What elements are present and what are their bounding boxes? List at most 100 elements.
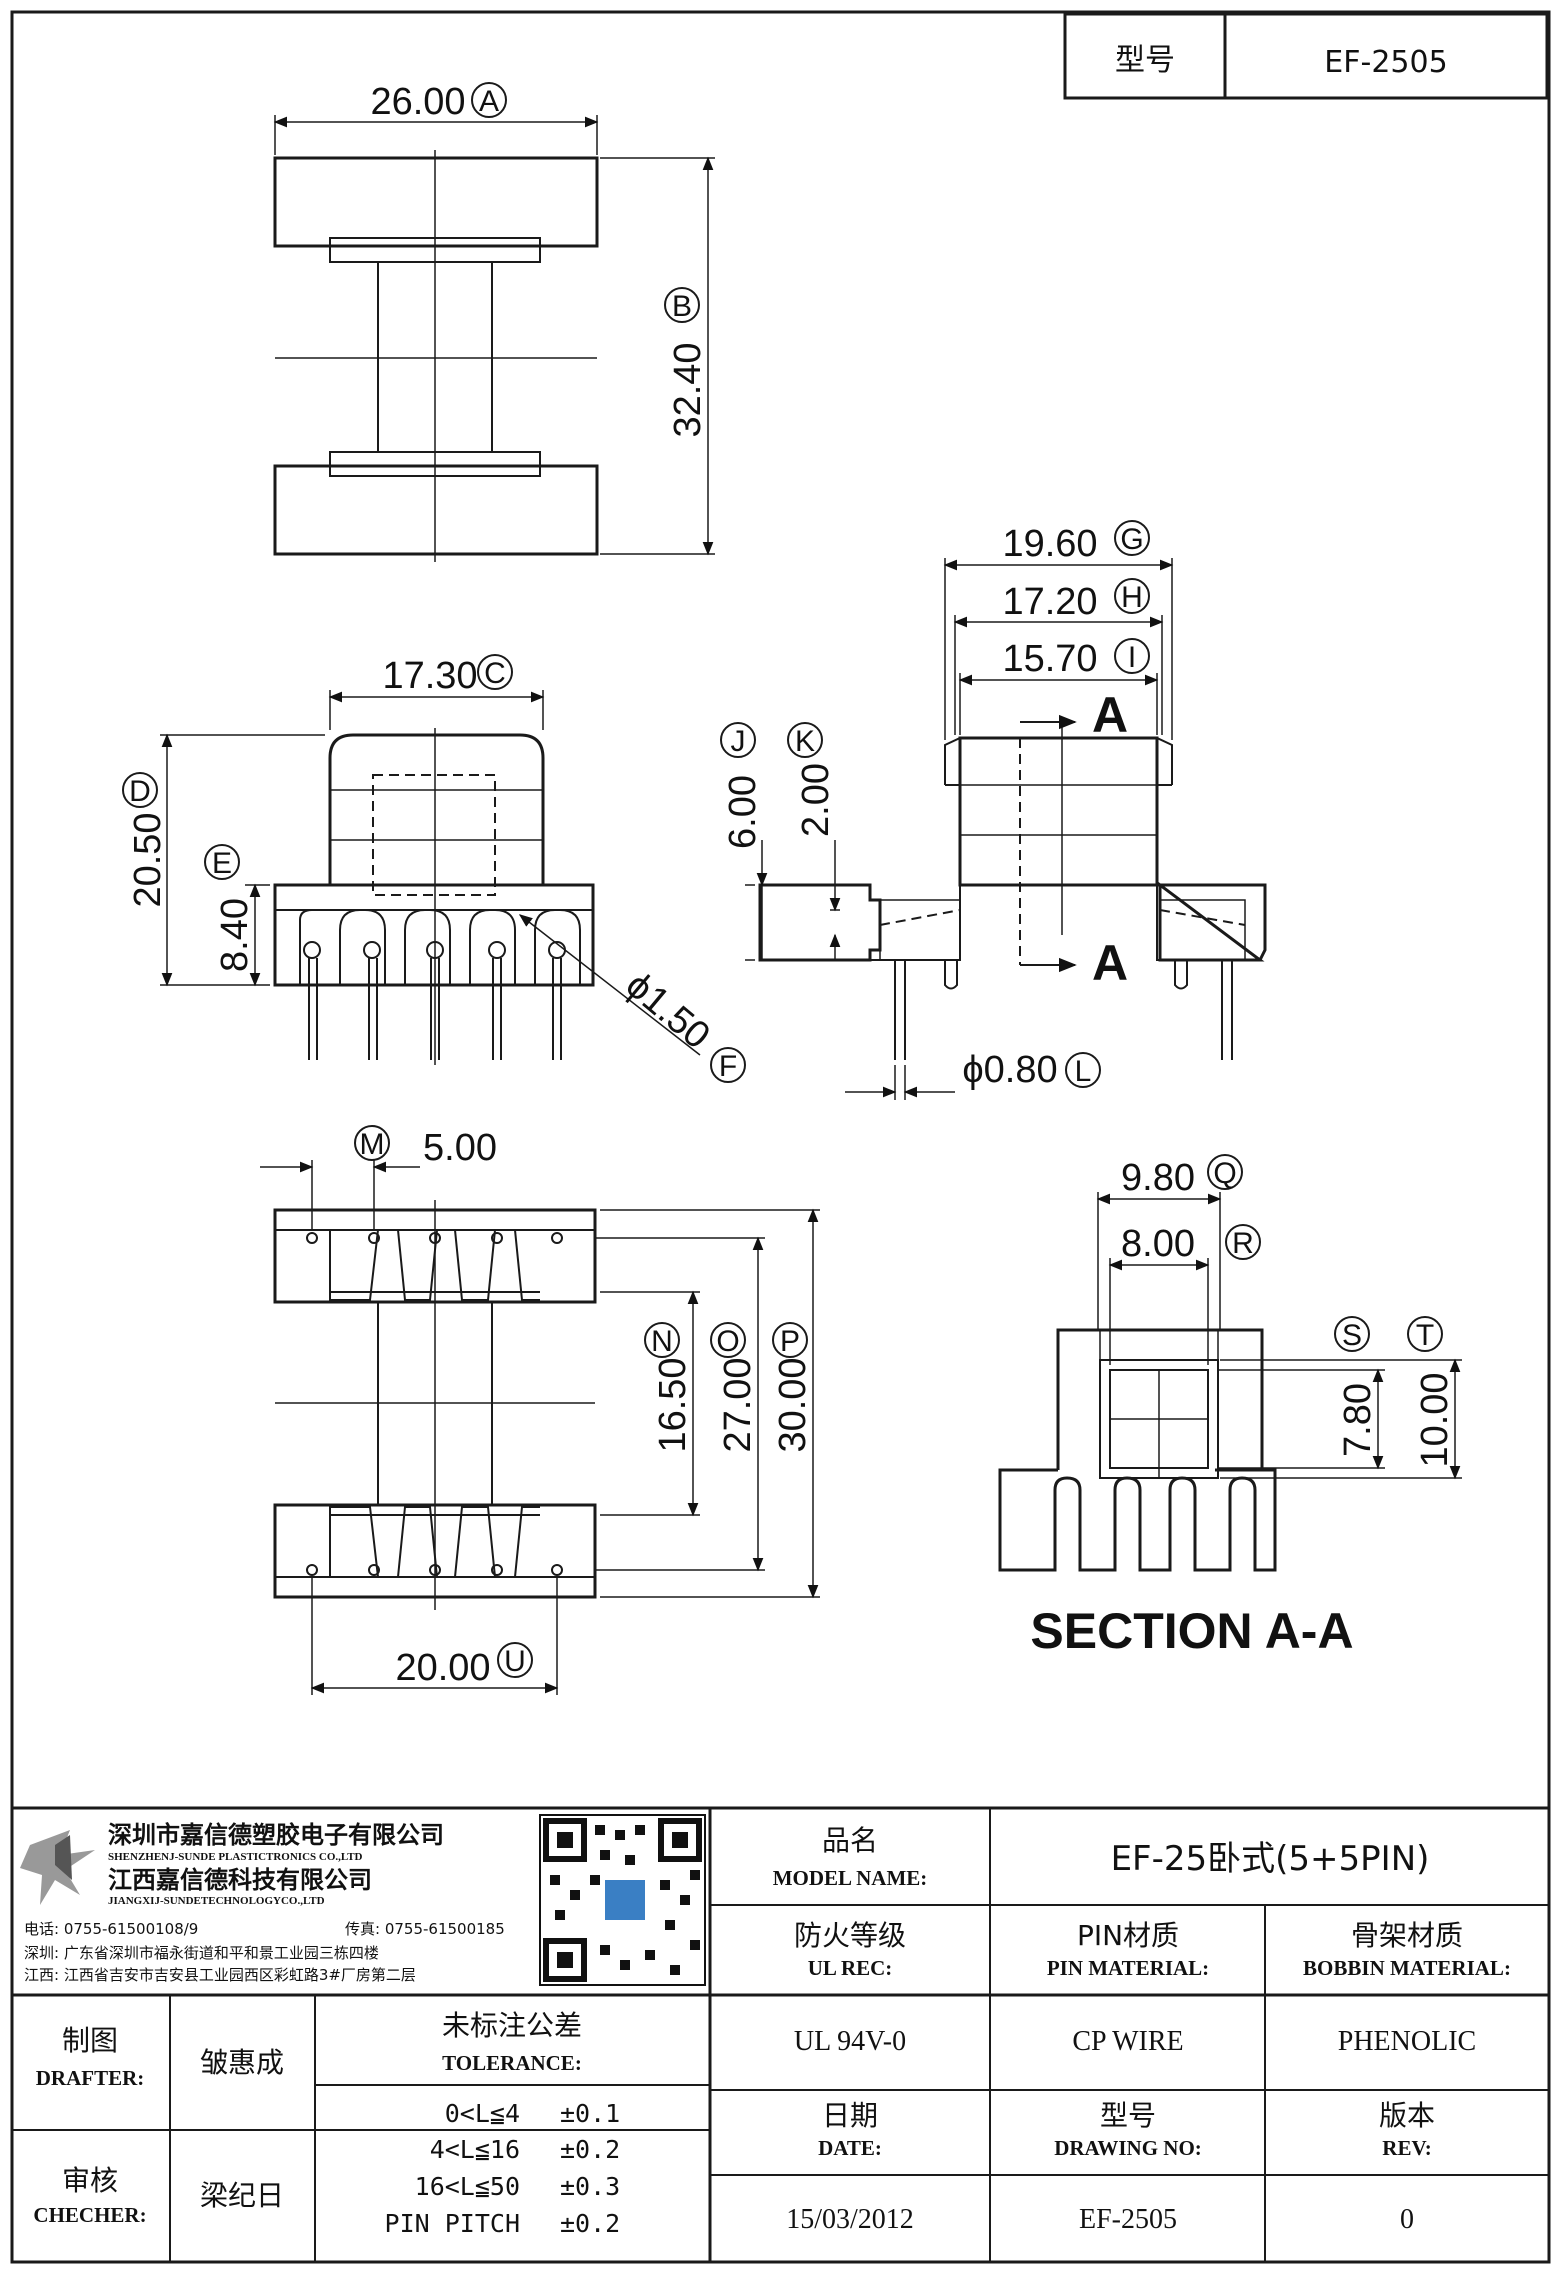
top-view: 26.00 A 32.40 B (273, 81, 715, 562)
company-name-cn-1: 深圳市嘉信德塑胶电子有限公司 (108, 1821, 444, 1849)
dim-d-value: 20.50 (127, 812, 169, 907)
dim-q-tag: Q (1213, 1157, 1236, 1190)
tolerance-value: ±0.2 (560, 2209, 620, 2238)
tolerance-value: ±0.2 (560, 2135, 620, 2164)
dim-r-tag: R (1232, 1227, 1254, 1260)
dim-q-value: 9.80 (1121, 1157, 1195, 1199)
rev-value: 0 (1400, 2204, 1414, 2235)
dim-t-tag: T (1416, 1319, 1434, 1352)
ul-rec-value: UL 94V-0 (794, 2026, 906, 2057)
bottom-view: 5.00 M 16.50 N 27.00 O 30.00 P 20.00 U (260, 1125, 820, 1695)
dim-t-value: 10.00 (1414, 1372, 1456, 1467)
dim-f-value: ϕ1.50 (618, 964, 718, 1057)
bobbin-material-en: BOBBIN MATERIAL: (1303, 1956, 1511, 1980)
header-model: EF-2505 (1324, 45, 1447, 80)
qr-code (539, 1814, 706, 1986)
company-addr-sz: 深圳: 广东省深圳市福永街道和平和景工业园三栋四楼 (24, 1944, 379, 1962)
dim-a-value: 26.00 (370, 81, 465, 123)
dim-k-tag: K (795, 725, 815, 758)
front-view: 17.30 C 20.50 D 8.40 E ϕ1.50 F (122, 654, 746, 1083)
dim-b-value: 32.40 (667, 342, 709, 437)
dim-j-value: 6.00 (722, 775, 764, 849)
dim-c-tag: C (484, 657, 506, 690)
dim-g-value: 19.60 (1002, 523, 1097, 565)
side-view: A A 19.60 G 17.20 H 15.70 (720, 520, 1267, 1100)
tolerance-range: 4<L≦16 (430, 2135, 520, 2164)
dim-u-value: 20.00 (395, 1647, 490, 1689)
dim-m-value: 5.00 (423, 1127, 497, 1169)
dim-k-value: 2.00 (795, 763, 837, 837)
dim-l-value: ϕ0.80 (962, 1049, 1057, 1091)
section-mark-bottom: A (1092, 935, 1128, 991)
dim-h-tag: H (1121, 581, 1143, 614)
dim-c-value: 17.30 (382, 655, 477, 697)
dim-j-tag: J (731, 725, 746, 758)
drafter-cn: 制图 (62, 2024, 118, 2057)
dim-i-tag: I (1128, 641, 1136, 674)
dim-p-tag: P (780, 1325, 800, 1358)
rev-en: REV: (1382, 2136, 1431, 2160)
dim-r-value: 8.00 (1121, 1223, 1195, 1265)
dim-o-value: 27.00 (717, 1357, 759, 1452)
dim-p-value: 30.00 (772, 1357, 814, 1452)
pin-material-cn: PIN材质 (1077, 1919, 1179, 1952)
date-en: DATE: (818, 2136, 882, 2160)
tolerance-range: PIN PITCH (385, 2209, 520, 2238)
company-name-en-2: JIANGXIJ-SUNDETECHNOLOGYCO.,LTD (108, 1895, 325, 1907)
dim-f-tag: F (719, 1050, 737, 1083)
section-view: 9.80 Q 8.00 R 7.80 S 10.00 T SECTION A-A (998, 1154, 1462, 1659)
model-name-value: EF-25卧式(5+5PIN) (1111, 1839, 1430, 1879)
model-name-en: MODEL NAME: (773, 1866, 928, 1890)
drafter-value: 皱惠成 (200, 2046, 284, 2079)
company-phone: 电话: 0755-61500108/9 (24, 1920, 198, 1938)
checker-cn: 审核 (62, 2164, 118, 2197)
sheet-border (10, 10, 1551, 2264)
model-name-cn: 品名 (822, 1824, 878, 1857)
company-name-en-1: SHENZHENJ-SUNDE PLASTICTRONICS CO.,LTD (108, 1851, 363, 1863)
drawing-no-cn: 型号 (1100, 2099, 1156, 2132)
rev-cn: 版本 (1379, 2099, 1435, 2132)
pin-material-value: CP WIRE (1072, 2026, 1183, 2057)
dim-o-tag: O (716, 1325, 739, 1358)
date-cn: 日期 (822, 2099, 878, 2132)
dim-s-value: 7.80 (1337, 1383, 1379, 1457)
ul-rec-cn: 防火等级 (794, 1919, 906, 1952)
tolerance-en: TOLERANCE: (442, 2051, 582, 2075)
dim-s-tag: S (1342, 1319, 1362, 1352)
dim-g-tag: G (1120, 523, 1143, 556)
dim-n-value: 16.50 (652, 1357, 694, 1452)
dim-e-tag: E (212, 847, 232, 880)
tolerance-value: ±0.3 (560, 2172, 620, 2201)
dim-u-tag: U (504, 1645, 526, 1678)
date-value: 15/03/2012 (786, 2204, 914, 2235)
header-label: 型号 (1115, 43, 1175, 78)
dim-b-tag: B (672, 290, 692, 323)
company-logo (20, 1830, 95, 1905)
tolerance-table: 0<L≦4 ±0.1 4<L≦16 ±0.2 16<L≦50 ±0.3 PIN … (385, 2099, 621, 2238)
ul-rec-en: UL REC: (808, 1956, 893, 1980)
checker-value: 梁纪日 (200, 2179, 284, 2212)
dim-m-tag: M (360, 1128, 385, 1161)
dim-d-tag: D (129, 775, 151, 808)
bobbin-material-cn: 骨架材质 (1351, 1919, 1463, 1952)
dim-e-value: 8.40 (214, 898, 256, 972)
dim-a-tag: A (479, 85, 499, 118)
tolerance-value: ±0.1 (560, 2099, 620, 2128)
dim-n-tag: N (651, 1325, 673, 1358)
drafter-en: DRAFTER: (36, 2066, 145, 2090)
checker-en: CHECHER: (33, 2203, 146, 2227)
pin-material-en: PIN MATERIAL: (1047, 1956, 1209, 1980)
tolerance-range: 16<L≦50 (415, 2172, 520, 2201)
company-name-cn-2: 江西嘉信德科技有限公司 (108, 1866, 372, 1894)
header-box: 型号 EF-2505 (1063, 12, 1549, 100)
section-mark-top: A (1092, 687, 1128, 743)
dim-i-value: 15.70 (1002, 638, 1097, 680)
drawing-no-en: DRAWING NO: (1054, 2136, 1202, 2160)
bobbin-material-value: PHENOLIC (1338, 2026, 1476, 2057)
dim-l-tag: L (1075, 1055, 1092, 1088)
company-fax: 传真: 0755-61500185 (345, 1920, 505, 1938)
drawing-no-value: EF-2505 (1079, 2204, 1177, 2235)
section-title: SECTION A-A (1030, 1603, 1353, 1659)
title-block: 深圳市嘉信德塑胶电子有限公司 SHENZHENJ-SUNDE PLASTICTR… (12, 1806, 1549, 2262)
